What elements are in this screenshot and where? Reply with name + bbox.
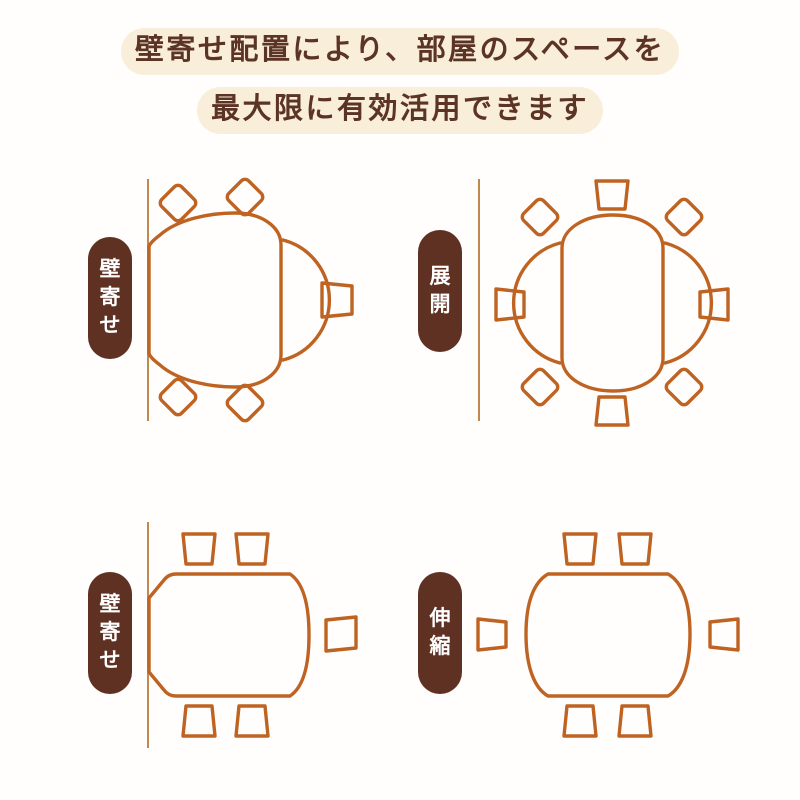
chair-top-right <box>664 197 704 237</box>
chair-bottom-left <box>520 367 560 407</box>
badge-char: 壁 <box>99 258 121 282</box>
table-top <box>147 211 283 389</box>
panel-round-wall-side: 壁 寄 せ <box>75 175 395 425</box>
headline-line-2: 最大限に有効活用できます <box>196 87 603 134</box>
headline-line-1: 壁寄せ配置により、部屋のスペースを <box>120 28 680 75</box>
chair-top-left <box>181 532 217 566</box>
panel-oval-extended: 伸 縮 <box>410 520 740 760</box>
chair-left <box>476 617 508 652</box>
chair-left <box>494 287 526 322</box>
badge-char: 伸 <box>429 607 451 631</box>
chair-bottom-left <box>562 704 598 738</box>
chair-top-right <box>617 532 653 566</box>
badge-char: 展 <box>429 265 451 289</box>
table-leaf-right <box>663 241 713 365</box>
chair-top-right <box>234 532 270 566</box>
diagram-round-expanded <box>472 175 742 427</box>
panel-round-expanded: 展 開 <box>410 175 742 427</box>
chair-bottom-right <box>664 367 704 407</box>
badge-kabeyose-round: 壁 寄 せ <box>88 237 132 359</box>
page-title: 壁寄せ配置により、部屋のスペースを 最大限に有効活用できます <box>0 28 800 134</box>
badge-shinshuku-oval: 伸 縮 <box>418 572 462 694</box>
badge-tenkai-round: 展 開 <box>418 230 462 352</box>
chair-top-left <box>520 197 560 237</box>
badge-char: せ <box>99 648 121 672</box>
chair-top-right <box>225 177 265 217</box>
chair-right <box>324 615 358 653</box>
chair-bottom-right <box>234 704 270 738</box>
diagram-oval-extended <box>472 520 742 750</box>
diagram-oval-wall-side <box>140 520 390 750</box>
table-top <box>560 213 665 393</box>
chair-top <box>594 179 630 211</box>
chair-bottom <box>594 395 630 427</box>
chair-right <box>708 617 740 652</box>
table-top <box>524 572 692 698</box>
badge-char: 寄 <box>99 286 121 310</box>
badge-char: せ <box>99 313 121 337</box>
table-top <box>147 572 311 698</box>
table-leaf-left <box>512 241 562 365</box>
chair-top-left <box>562 532 598 566</box>
badge-kabeyose-oval: 壁 寄 せ <box>88 572 132 694</box>
chair-bottom-left <box>181 704 217 738</box>
chair-bottom-right <box>617 704 653 738</box>
chair-bottom-right <box>225 383 265 423</box>
table-leaf-right <box>281 238 331 362</box>
badge-char: 壁 <box>99 593 121 617</box>
panel-oval-wall-side: 壁 寄 せ <box>75 520 395 760</box>
chair-top-left <box>158 183 198 223</box>
chair-bottom-left <box>158 377 198 417</box>
badge-char: 開 <box>429 293 451 316</box>
chair-right <box>320 281 354 319</box>
badge-char: 縮 <box>429 635 451 658</box>
diagram-round-wall-side <box>140 175 390 425</box>
chair-right <box>698 287 730 322</box>
badge-char: 寄 <box>99 621 121 645</box>
